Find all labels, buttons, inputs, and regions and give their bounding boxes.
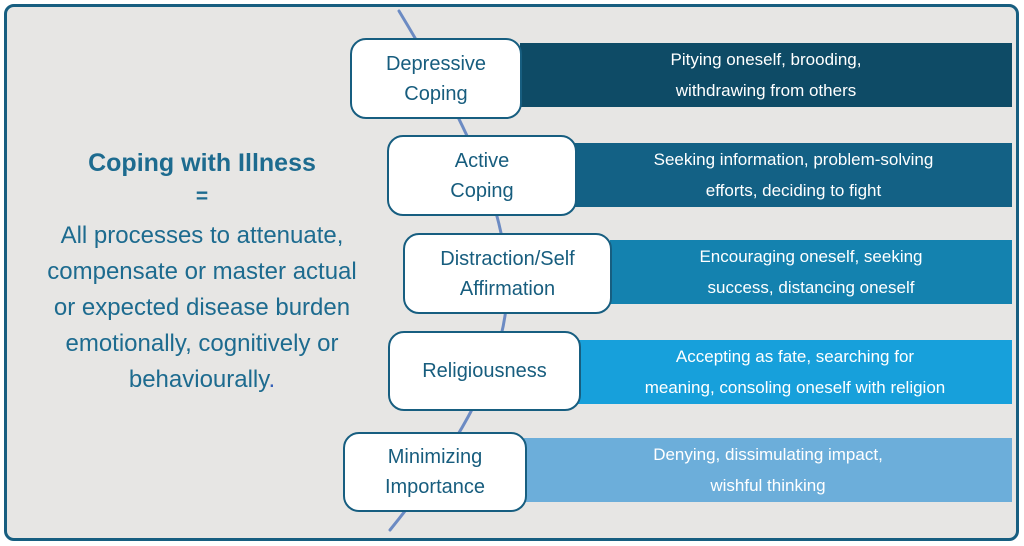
definition-line: emotionally, cognitively or (65, 330, 339, 357)
definition-line: compensate or master actual (47, 258, 357, 285)
bar-text-line: success, distancing oneself (707, 278, 915, 297)
bar-text-line: Pitying oneself, brooding, (670, 50, 862, 69)
node-minimizing-importance: Minimizing Importance (343, 432, 527, 512)
node-label-line: Coping (404, 82, 468, 105)
bar-text-line: Denying, dissimulating impact, (653, 445, 883, 464)
node-label-line: Importance (384, 476, 486, 498)
definition-line: All processes to attenuate, (60, 222, 344, 249)
node-label-line: Affirmation (459, 277, 556, 300)
node-label-line: Distraction/Self (440, 247, 575, 270)
bar-text-line: Encouraging oneself, seeking (699, 247, 923, 266)
node-active-coping: Active Coping (387, 135, 577, 216)
definition-line: behaviourally. (28, 362, 376, 398)
node-label-line: Religiousness (422, 360, 547, 382)
bar-text-line: efforts, deciding to fight (705, 181, 882, 200)
bar-text-line: Accepting as fate, searching for (675, 347, 915, 366)
definition-period: . (268, 366, 276, 393)
node-label-line: Active (454, 149, 510, 172)
node-label-line: Minimizing (387, 446, 483, 468)
node-distraction-self-affirmation: Distraction/Self Affirmation (403, 233, 612, 314)
bar-text-line: withdrawing from others (675, 81, 857, 100)
node-depressive-coping: Depressive Coping (350, 38, 522, 119)
node-label-line: Coping (450, 179, 514, 202)
definition-line: or expected disease burden (53, 294, 351, 321)
node-religiousness: Religiousness (388, 331, 581, 411)
bar-text-line: Seeking information, problem-solving (653, 150, 934, 169)
description-bar-minimizing: Denying, dissimulating impact, wishful t… (524, 438, 1012, 502)
panel-title: Coping with Illness (88, 149, 316, 177)
description-bar-religiousness: Accepting as fate, searching for meaning… (578, 340, 1012, 404)
description-bar-distraction: Encouraging oneself, seeking success, di… (610, 240, 1012, 304)
node-label-line: Depressive (385, 52, 487, 75)
description-bar-active-coping: Seeking information, problem-solving eff… (575, 143, 1012, 207)
definition-last-word: behaviourally (128, 366, 269, 393)
equals-sign: = (195, 185, 209, 208)
bar-text-line: meaning, consoling oneself with religion (644, 378, 946, 397)
description-bar-depressive-coping: Pitying oneself, brooding, withdrawing f… (520, 43, 1012, 107)
bar-text-line: wishful thinking (710, 476, 826, 495)
definition-panel: Coping with Illness = All processes to a… (28, 146, 376, 398)
